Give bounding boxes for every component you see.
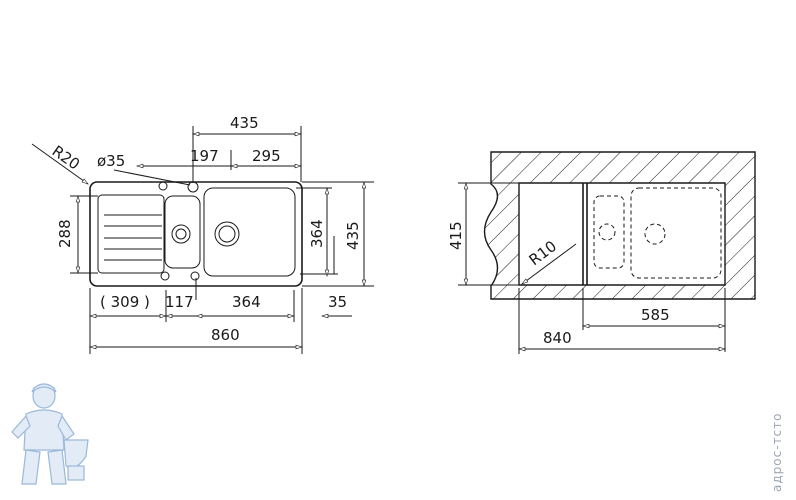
dim-288: 288 — [56, 219, 74, 248]
plumber-mascot-logo — [11, 383, 89, 485]
sink-top-view: 435 197 295 ø35 R20 288 364 435 — [31, 114, 374, 354]
dim-364-vertical: 364 — [308, 219, 326, 248]
cutout-opening — [518, 182, 726, 286]
main-bowl — [203, 187, 296, 277]
tap-hole-icon — [187, 181, 199, 193]
cutout-view: 415 R10 585 840 — [447, 151, 756, 354]
small-bowl — [164, 195, 201, 269]
main-bowl-dashed — [630, 187, 722, 279]
dim-415: 415 — [447, 221, 465, 250]
small-bowl-dashed — [593, 195, 625, 269]
dim-435-vertical: 435 — [344, 221, 362, 250]
small-bowl-drain-icon — [171, 224, 191, 244]
dim-364-bottom: 364 — [232, 293, 261, 311]
dim-117: 117 — [165, 293, 194, 311]
drainer-board — [97, 194, 165, 274]
dim-197: 197 — [190, 147, 219, 165]
watermark-text: адрос-тсто — [770, 412, 784, 492]
dim-35: 35 — [328, 293, 347, 311]
dim-860: 860 — [211, 326, 240, 344]
dim-295: 295 — [252, 147, 281, 165]
dim-309: ( 309 ) — [100, 293, 150, 311]
dim-435-top: 435 — [230, 114, 259, 132]
worktop-hatch — [483, 151, 756, 300]
dim-840: 840 — [543, 329, 572, 347]
dim-585: 585 — [641, 306, 670, 324]
dim-phi-35: ø35 — [97, 152, 125, 170]
dim-r10: R10 — [526, 237, 560, 269]
tap-hole-icon — [158, 181, 168, 191]
main-bowl-drain-icon — [214, 221, 240, 247]
